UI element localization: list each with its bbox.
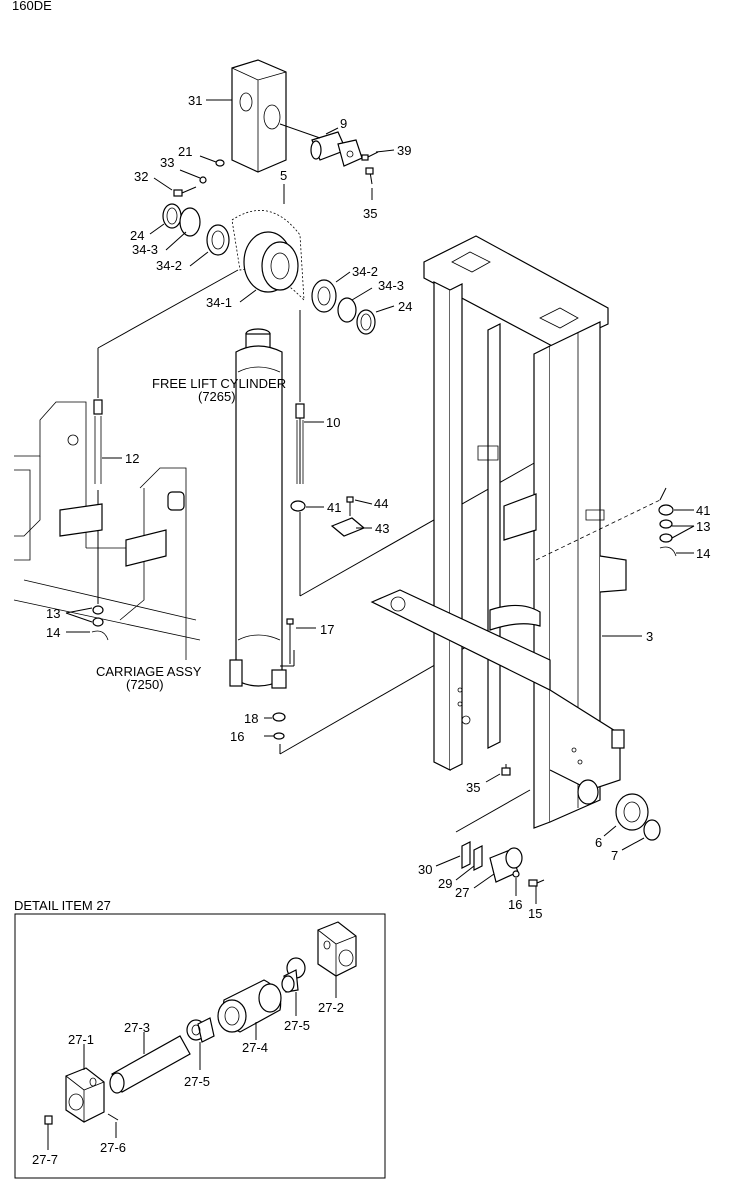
callout-12: 12 [125, 451, 139, 466]
callout-41-middle: 41 [327, 500, 341, 515]
callout-34-3-right: 34-3 [378, 278, 404, 293]
callout-3: 3 [646, 629, 653, 644]
callout-41-right: 41 [696, 503, 710, 518]
mast-icon [370, 235, 627, 829]
bolt-32-icon [173, 186, 197, 197]
chain-sheave-icon [162, 203, 376, 335]
pin-9-icon [310, 131, 363, 167]
callout-13-left: 13 [46, 606, 60, 621]
callout-27-6: 27-6 [100, 1140, 126, 1155]
detail-callouts: 27-2 27-3 27-1 27-5 27-4 27-5 27-7 27-6 [32, 976, 344, 1167]
free-lift-cylinder-label: FREE LIFT CYLINDER [152, 376, 286, 391]
callout-7: 7 [611, 848, 618, 863]
callout-30: 30 [418, 862, 432, 877]
callout-10: 10 [326, 415, 340, 430]
callout-5: 5 [280, 168, 287, 183]
callout-14-right: 14 [696, 546, 710, 561]
callout-39: 39 [397, 143, 411, 158]
callout-27-3: 27-3 [124, 1020, 150, 1035]
carriage-assy-label: CARRIAGE ASSY [96, 664, 202, 679]
callout-34-2-right: 34-2 [352, 264, 378, 279]
detail-title: DETAIL ITEM 27 [14, 898, 111, 913]
carriage-assy-code: (7250) [126, 677, 164, 692]
callout-27-7: 27-7 [32, 1152, 58, 1167]
callouts: 31 9 39 21 33 32 35 5 24 34-3 34-2 34-2 … [46, 93, 710, 921]
callout-35-bottom: 35 [466, 780, 480, 795]
callout-27-5-bottom: 27-5 [184, 1074, 210, 1089]
callout-33: 33 [160, 155, 174, 170]
free-lift-cylinder-code: (7265) [198, 389, 236, 404]
carriage-icon [13, 401, 201, 660]
chain-rod-12-icon [93, 399, 103, 484]
callout-27-1: 27-1 [68, 1032, 94, 1047]
callout-6: 6 [595, 835, 602, 850]
bolt-35-icon [365, 167, 374, 185]
page-title: 160DE [12, 0, 52, 13]
callout-27-4: 27-4 [242, 1040, 268, 1055]
callout-43: 43 [375, 521, 389, 536]
bracket-31-icon [231, 59, 287, 173]
bolt-39-icon [361, 151, 379, 161]
free-lift-cylinder-icon [229, 328, 287, 689]
chain-rod-10-icon [295, 403, 305, 484]
bolt-35b-icon [501, 764, 511, 776]
callout-16-left: 16 [230, 729, 244, 744]
callout-34-1: 34-1 [206, 295, 232, 310]
detail-27-icon [44, 921, 357, 1125]
callout-9: 9 [340, 116, 347, 131]
callout-18: 18 [244, 711, 258, 726]
callout-34-2-left: 34-2 [156, 258, 182, 273]
callout-34-3-left: 34-3 [132, 242, 158, 257]
callout-27-2: 27-2 [318, 1000, 344, 1015]
roller-27-icon [461, 841, 545, 887]
callout-24-right: 24 [398, 299, 412, 314]
bolt-44-icon [346, 496, 354, 516]
detail-frame [14, 913, 386, 1179]
callout-13-right: 13 [696, 519, 710, 534]
callout-16-bottom: 16 [508, 897, 522, 912]
callout-31: 31 [188, 93, 202, 108]
callout-27: 27 [455, 885, 469, 900]
bolt-17-icon [286, 618, 294, 664]
callout-29: 29 [438, 876, 452, 891]
callout-24-left: 24 [130, 228, 144, 243]
callout-17: 17 [320, 622, 334, 637]
callout-21: 21 [178, 144, 192, 159]
callout-27-5-top: 27-5 [284, 1018, 310, 1033]
callout-15: 15 [528, 906, 542, 921]
callout-14-left: 14 [46, 625, 60, 640]
callout-32: 32 [134, 169, 148, 184]
callout-35-top: 35 [363, 206, 377, 221]
callout-44: 44 [374, 496, 388, 511]
